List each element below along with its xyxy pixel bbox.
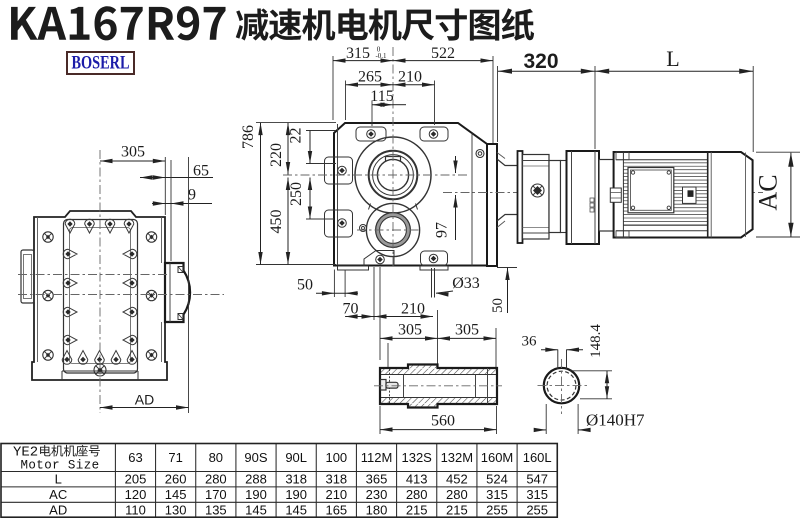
svg-text:63: 63: [128, 450, 142, 465]
svg-text:22: 22: [288, 128, 305, 144]
svg-text:80: 80: [209, 450, 223, 465]
svg-text:215: 215: [446, 502, 468, 517]
svg-text:305: 305: [455, 322, 479, 339]
svg-text:315: 315: [526, 487, 548, 502]
svg-text:AD: AD: [49, 502, 67, 517]
svg-text:50: 50: [490, 298, 506, 313]
svg-text:320: 320: [523, 50, 558, 73]
svg-text:305: 305: [398, 322, 422, 339]
svg-text:524: 524: [486, 472, 508, 487]
svg-text:280: 280: [406, 487, 428, 502]
svg-text:90L: 90L: [285, 450, 307, 465]
svg-text:132M: 132M: [441, 450, 474, 465]
svg-text:250: 250: [288, 182, 305, 206]
svg-text:71: 71: [168, 450, 182, 465]
svg-text:215: 215: [406, 502, 428, 517]
svg-text:210: 210: [325, 487, 347, 502]
svg-text:452: 452: [446, 472, 468, 487]
svg-text:AD: AD: [135, 392, 154, 408]
svg-text:190: 190: [245, 487, 267, 502]
svg-text:318: 318: [285, 472, 307, 487]
svg-text:210: 210: [398, 69, 422, 86]
svg-text:BOSERL: BOSERL: [72, 53, 130, 74]
svg-text:97: 97: [434, 222, 451, 238]
svg-text:145: 145: [165, 487, 187, 502]
svg-text:Motor Size: Motor Size: [20, 459, 99, 473]
svg-text:130: 130: [165, 502, 187, 517]
svg-text:50: 50: [297, 277, 313, 294]
svg-text:160M: 160M: [481, 450, 514, 465]
svg-text:145: 145: [285, 502, 307, 517]
svg-text:120: 120: [125, 487, 147, 502]
svg-text:AC: AC: [754, 174, 783, 210]
svg-text:413: 413: [406, 472, 428, 487]
svg-text:365: 365: [366, 472, 388, 487]
svg-text:L: L: [55, 472, 62, 487]
svg-text:9: 9: [188, 187, 196, 204]
svg-text:305: 305: [121, 144, 145, 161]
svg-text:YE2: YE2: [13, 445, 38, 461]
svg-text:Ø140H7: Ø140H7: [586, 411, 645, 430]
svg-text:L: L: [666, 46, 679, 71]
svg-text:560: 560: [431, 413, 455, 430]
svg-text:165: 165: [325, 502, 347, 517]
svg-text:-0.1: -0.1: [375, 52, 387, 60]
svg-text:547: 547: [526, 472, 548, 487]
svg-text:110: 110: [125, 502, 146, 517]
svg-text:288: 288: [245, 472, 267, 487]
svg-text:318: 318: [325, 472, 347, 487]
svg-text:190: 190: [285, 487, 307, 502]
svg-text:210: 210: [401, 301, 425, 318]
svg-text:Ø33: Ø33: [452, 275, 480, 292]
svg-text:255: 255: [526, 502, 548, 517]
svg-text:205: 205: [125, 472, 147, 487]
svg-text:112M: 112M: [361, 450, 393, 465]
svg-text:280: 280: [446, 487, 468, 502]
svg-text:148.4: 148.4: [588, 324, 604, 358]
svg-text:230: 230: [366, 487, 388, 502]
svg-text:522: 522: [431, 45, 455, 62]
svg-text:255: 255: [486, 502, 508, 517]
svg-text:265: 265: [358, 69, 382, 86]
svg-text:315: 315: [486, 487, 508, 502]
svg-text:0: 0: [377, 46, 381, 54]
svg-text:36: 36: [522, 334, 538, 350]
svg-text:180: 180: [366, 502, 388, 517]
svg-text:65: 65: [193, 163, 209, 180]
svg-text:220: 220: [268, 143, 285, 167]
svg-text:160L: 160L: [523, 450, 552, 465]
svg-text:786: 786: [240, 125, 257, 149]
svg-text:145: 145: [245, 502, 267, 517]
svg-text:90S: 90S: [244, 450, 267, 465]
svg-text:132S: 132S: [401, 450, 432, 465]
svg-text:115: 115: [370, 88, 393, 105]
svg-text:170: 170: [205, 487, 227, 502]
svg-text:450: 450: [268, 210, 285, 234]
svg-text:100: 100: [325, 450, 347, 465]
svg-text:280: 280: [205, 472, 227, 487]
svg-text:135: 135: [205, 502, 227, 517]
svg-text:260: 260: [165, 472, 187, 487]
svg-text:70: 70: [343, 301, 359, 318]
svg-text:315: 315: [346, 45, 370, 62]
svg-text:AC: AC: [49, 487, 67, 502]
